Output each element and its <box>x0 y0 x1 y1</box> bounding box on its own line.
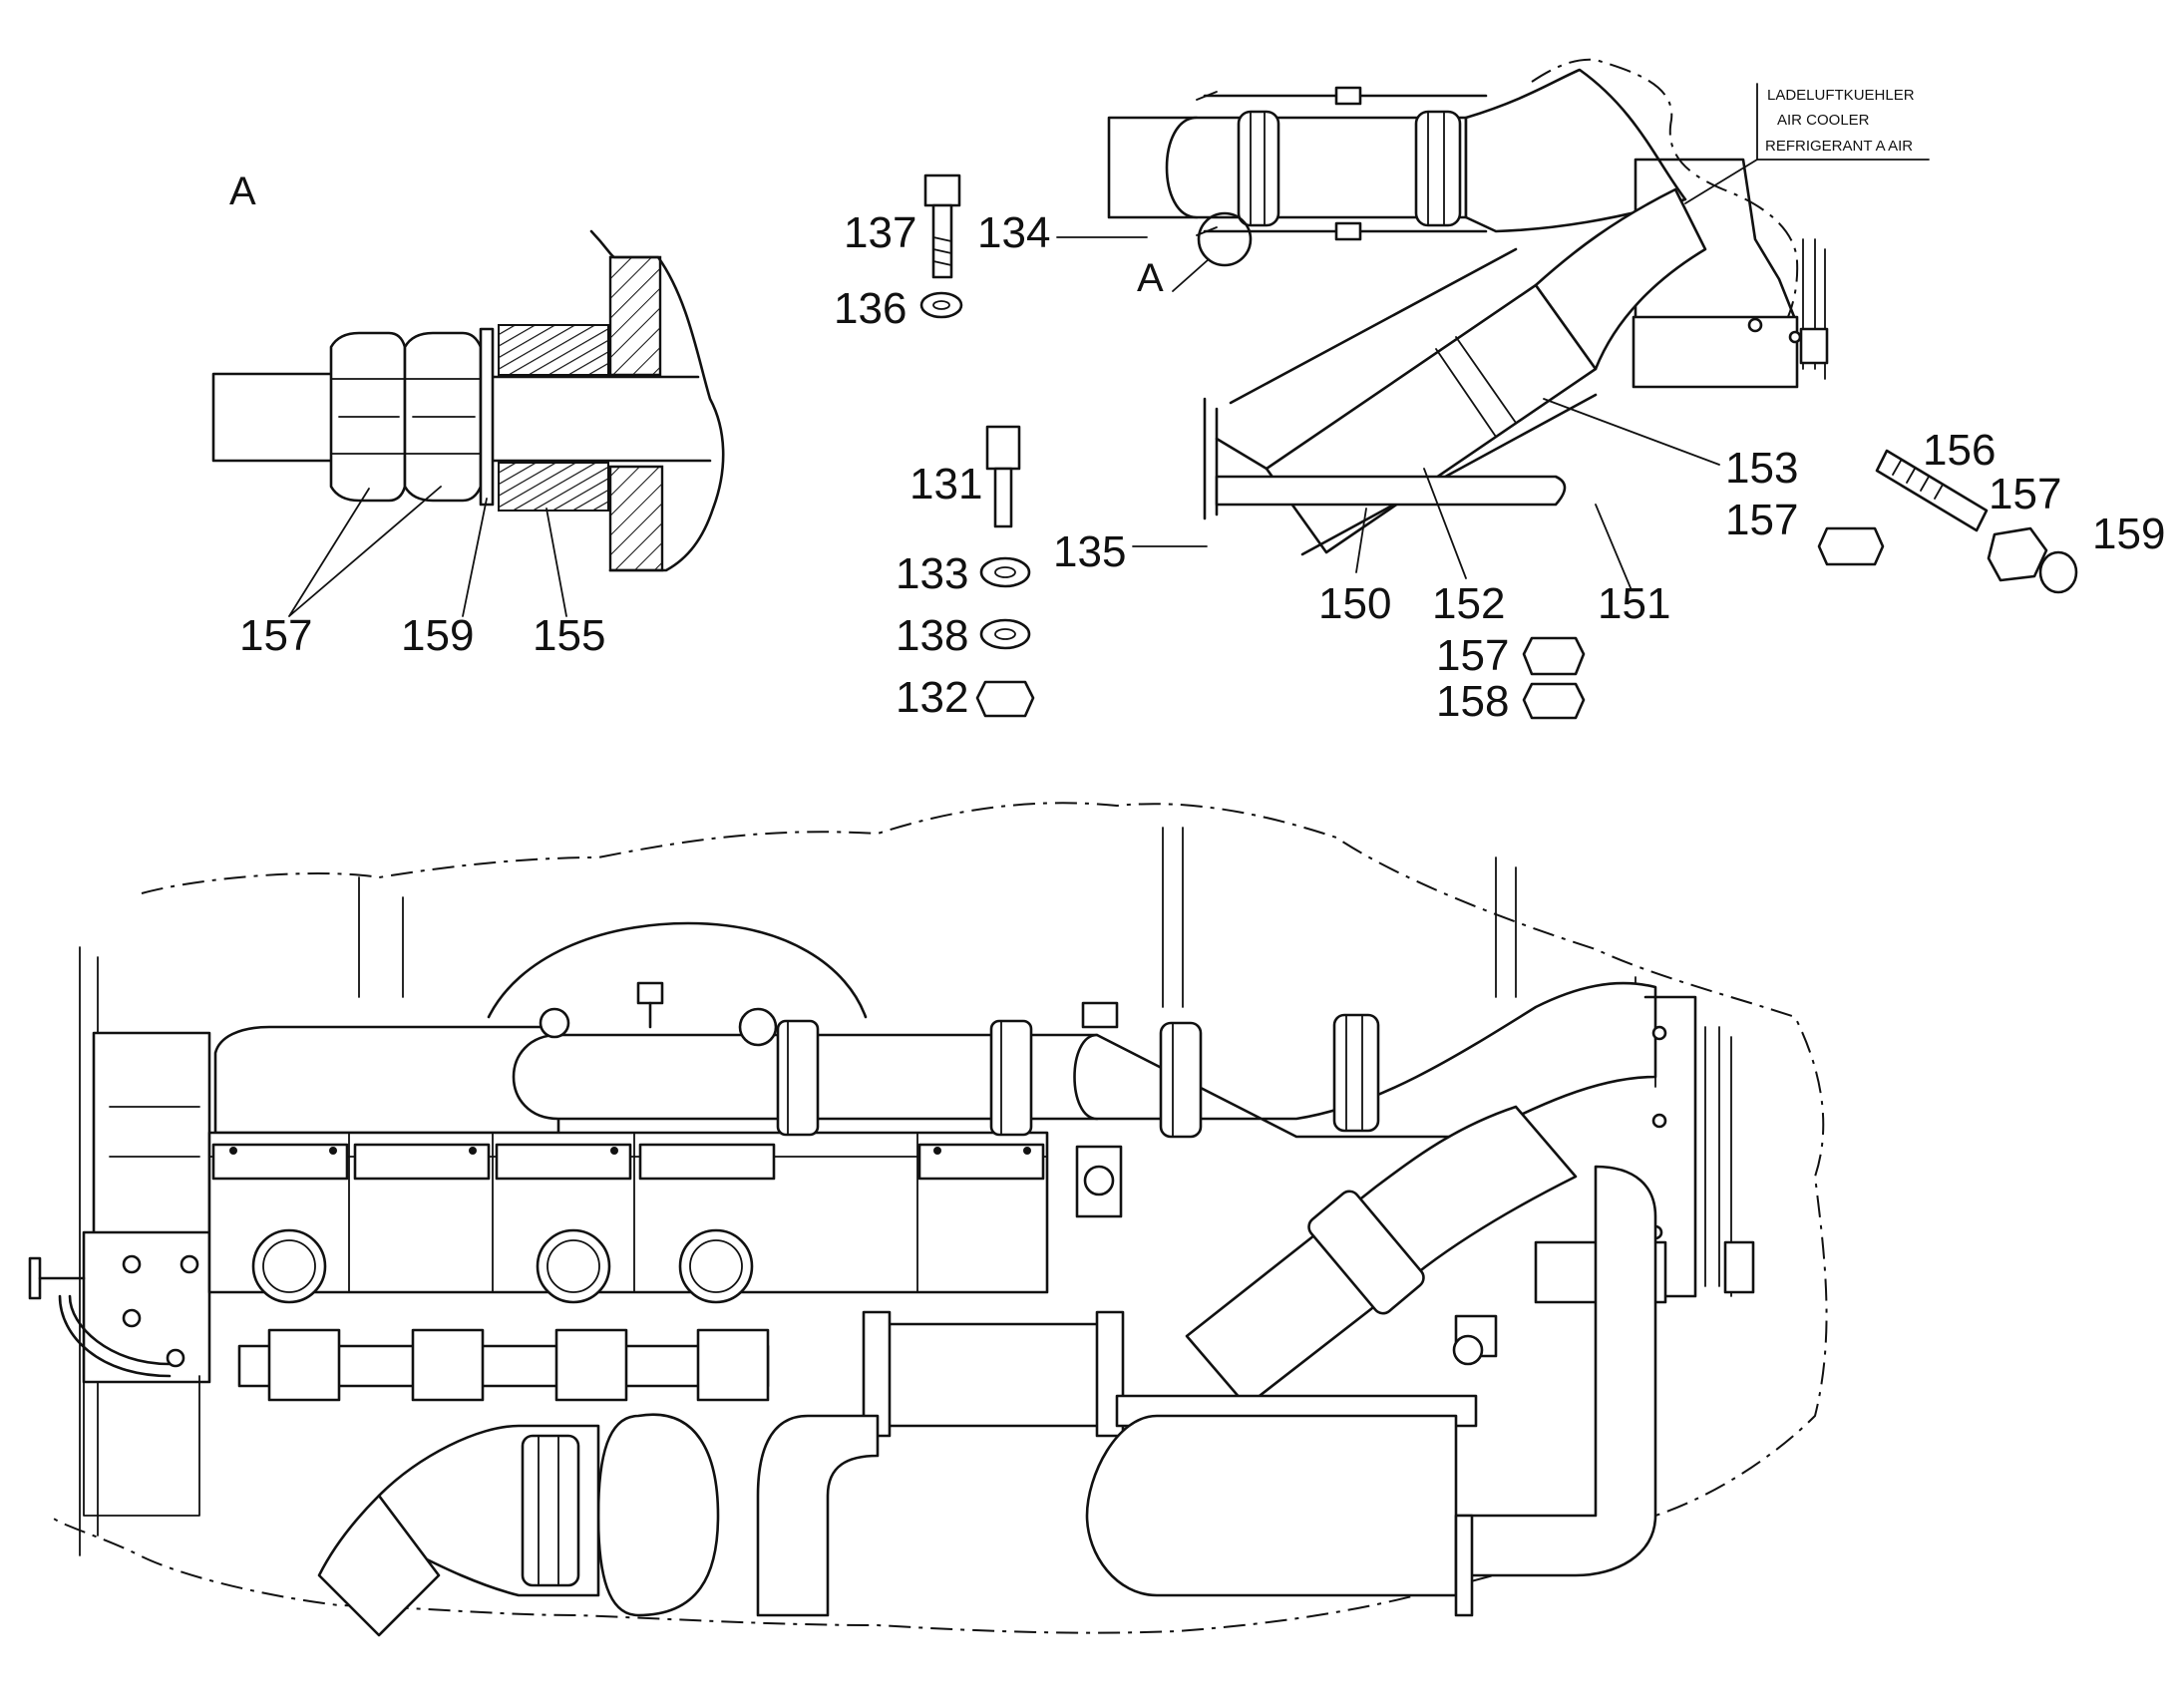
wall-section-upper <box>608 255 662 377</box>
engine-diagonal-pipe <box>1185 1105 1578 1408</box>
engine-break-line <box>49 802 1828 1634</box>
view-a-leader <box>1172 258 1210 292</box>
exploded-view: A LADELUFTKUEHLER AIR COOLER REFRIGERANT… <box>834 58 2165 726</box>
exploded-leader-lines <box>1056 236 1720 591</box>
callout-152: 152 <box>1432 579 1505 628</box>
spring-stack-lower <box>498 462 609 512</box>
callout-157-exploded-b: 157 <box>1989 470 2061 518</box>
callout-157-exploded-c: 157 <box>1436 631 1509 680</box>
washer <box>479 327 495 507</box>
nut-132 <box>975 680 1035 718</box>
callout-133: 133 <box>896 549 968 598</box>
engine-block <box>207 1025 1049 1402</box>
engine-charge-air-pipe <box>512 981 1657 1139</box>
detail-leader-lines <box>288 486 567 617</box>
callout-158: 158 <box>1436 677 1509 726</box>
view-a-ref-label: A <box>1137 256 1164 300</box>
detail-view-a: A 157 159 155 <box>211 170 725 660</box>
exploded-break-line <box>1531 58 1799 360</box>
callout-150: 150 <box>1318 579 1391 628</box>
engine-top-fittings <box>539 981 1498 1366</box>
washer-138 <box>979 618 1031 650</box>
view-a-marker <box>1197 211 1253 267</box>
detail-view-label: A <box>229 170 256 213</box>
stud-156 <box>1875 449 1989 532</box>
callout-156: 156 <box>1923 426 1996 475</box>
callout-132: 132 <box>896 673 968 722</box>
nut-157-a <box>1817 526 1885 566</box>
stud-shank <box>485 375 712 463</box>
washer-136 <box>919 291 963 319</box>
engine-lower-pipes <box>756 1165 1657 1617</box>
callout-135: 135 <box>1053 527 1126 576</box>
callout-153: 153 <box>1725 444 1798 493</box>
washer-159 <box>2038 550 2078 594</box>
upper-charge-air-pipe <box>1107 68 1687 241</box>
drain-valve <box>28 1256 172 1378</box>
note-line-1: LADELUFTKUEHLER <box>1767 87 1915 104</box>
callout-159-exploded: 159 <box>2092 510 2165 558</box>
screw-131 <box>985 425 1021 528</box>
spring-stack-upper <box>498 324 609 376</box>
support-bracket <box>1203 397 1567 520</box>
callout-137: 137 <box>844 208 916 257</box>
flywheel-housing <box>82 1031 211 1517</box>
bolt-137 <box>923 173 961 279</box>
turbocharger <box>317 1413 720 1637</box>
callout-138: 138 <box>896 611 968 660</box>
engine-assembly-view <box>28 802 1828 1637</box>
nut-157-b <box>1987 526 2048 582</box>
nut-158 <box>1522 682 1586 720</box>
callout-136: 136 <box>834 284 907 333</box>
callout-159-detail: 159 <box>401 611 474 660</box>
air-cooler-housing <box>1632 158 1829 389</box>
engine-dome <box>487 921 868 1019</box>
callout-151: 151 <box>1598 579 1670 628</box>
hex-nut-pair <box>329 331 483 503</box>
nut-157-c <box>1522 636 1586 676</box>
callout-157-exploded-a: 157 <box>1725 496 1798 544</box>
stud-end <box>211 372 333 463</box>
callout-157-detail: 157 <box>239 611 312 660</box>
note-leader-line <box>1684 159 1758 204</box>
callout-155-detail: 155 <box>533 611 605 660</box>
washer-133 <box>979 556 1031 588</box>
wall-section-lower <box>608 465 664 572</box>
note-line-2: AIR COOLER <box>1777 112 1870 129</box>
callout-134: 134 <box>977 208 1050 257</box>
callout-131: 131 <box>909 460 982 509</box>
note-line-3: REFRIGERANT A AIR <box>1765 138 1913 155</box>
